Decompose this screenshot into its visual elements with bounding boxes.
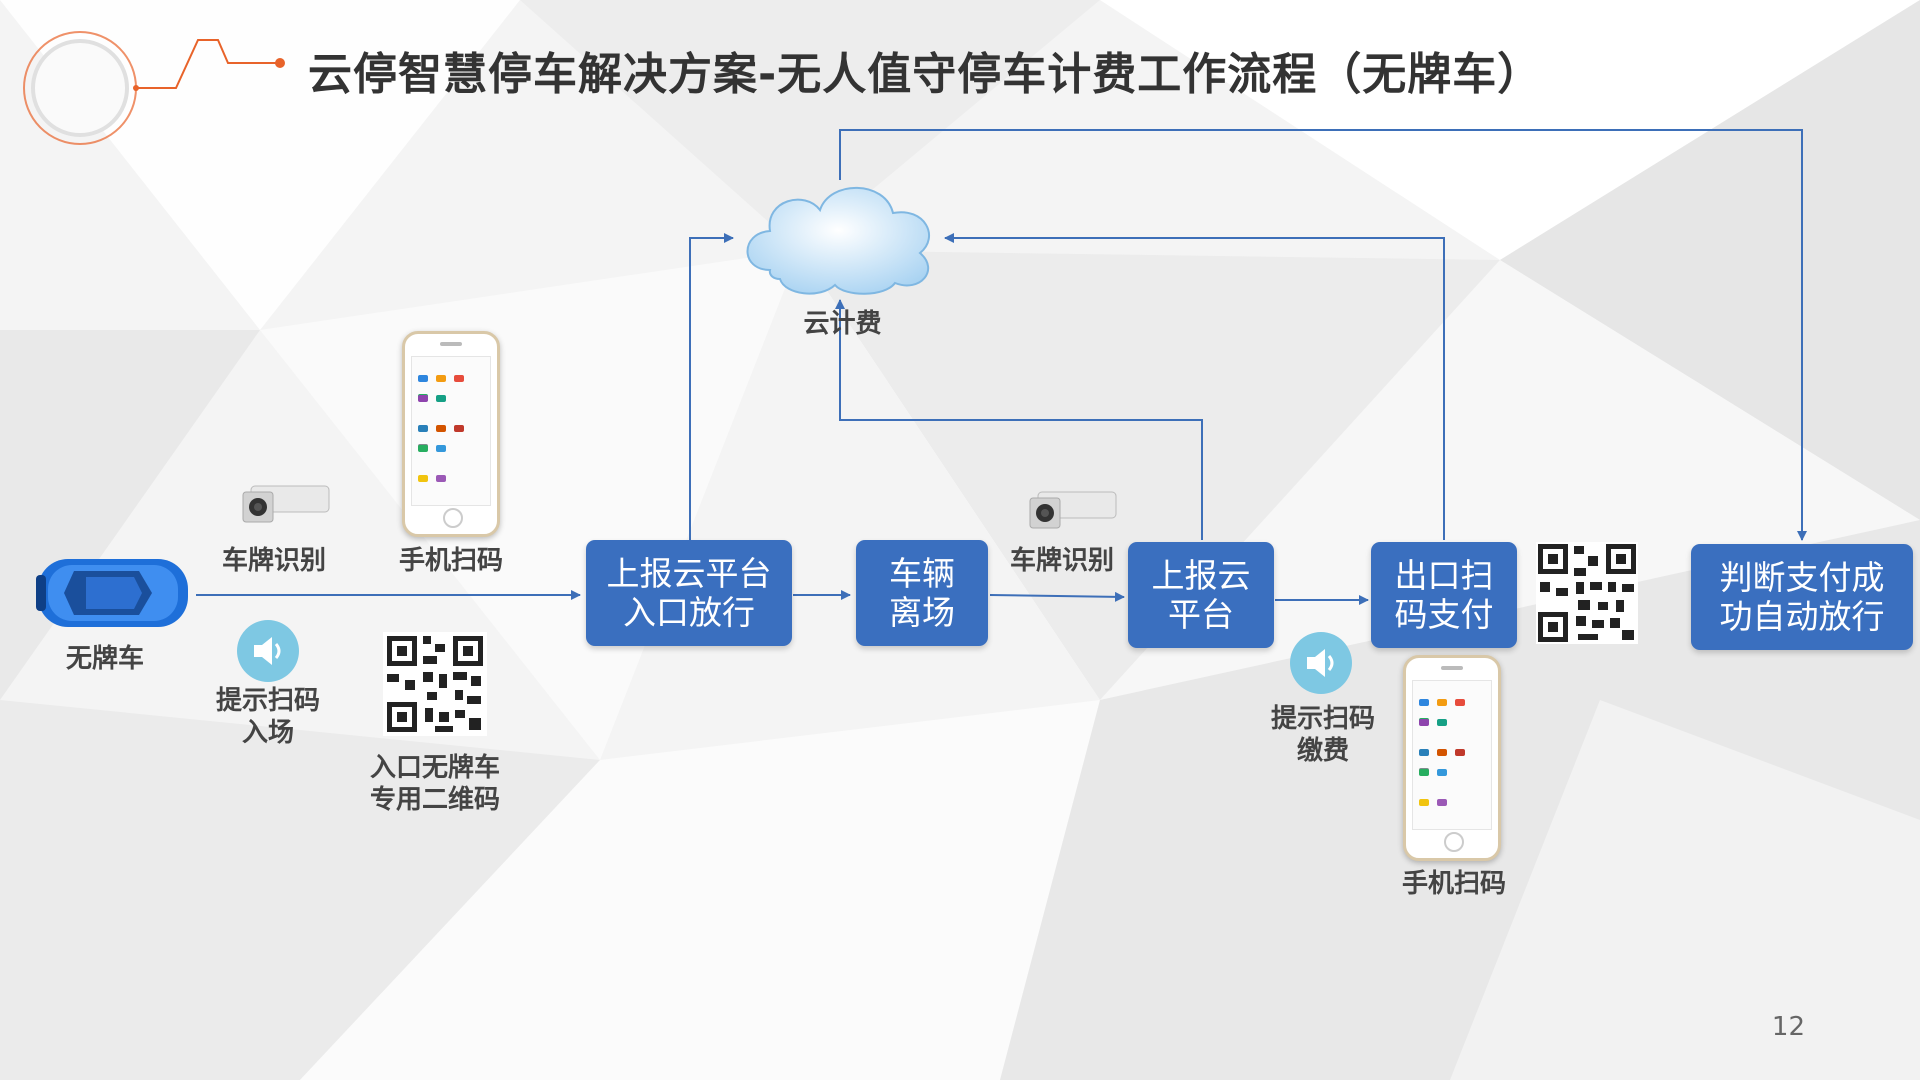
speaker-left-label: 提示扫码 入场	[215, 686, 320, 748]
phone-icon	[402, 331, 500, 537]
node-report-cloud: 上报云 平台	[1128, 542, 1274, 648]
arrow-report-to-cloud	[835, 299, 1203, 540]
arrow-leave-to-report	[989, 591, 1125, 602]
qr-code-icon	[1536, 542, 1638, 644]
car-icon	[36, 559, 188, 627]
speaker-icon	[1290, 632, 1352, 694]
header-decoration	[23, 31, 285, 145]
node-exit-scan-pay: 出口扫 码支付	[1371, 542, 1517, 648]
phone-left-label: 手机扫码	[398, 546, 503, 576]
camera-icon	[242, 485, 330, 523]
cloud-icon	[746, 186, 931, 295]
qr-code-icon	[383, 632, 487, 736]
arrow-cloud-to-judge	[839, 129, 1807, 541]
camera-icon	[1029, 491, 1117, 529]
camera-left-label: 车牌识别	[221, 546, 326, 576]
slide-title: 云停智慧停车解决方案-无人值守停车计费工作流程（无牌车）	[308, 49, 1543, 100]
camera-right-label: 车牌识别	[1009, 546, 1114, 576]
node-judge-release: 判断支付成 功自动放行	[1691, 544, 1913, 650]
cloud-label: 云计费	[803, 309, 882, 339]
arrow-entry-to-cloud	[689, 233, 734, 540]
page-number: 12	[1771, 1012, 1805, 1042]
node-report-entry: 上报云平台 入口放行	[586, 540, 792, 646]
qr-left-label: 入口无牌车 专用二维码	[369, 753, 500, 815]
speaker-right-label: 提示扫码 缴费	[1270, 704, 1375, 766]
speaker-icon	[237, 620, 299, 682]
node-vehicle-leave: 车辆 离场	[856, 540, 988, 646]
phone-right-label: 手机扫码	[1401, 869, 1506, 899]
phone-icon	[1403, 655, 1501, 861]
arrow-exit-to-cloud	[944, 233, 1445, 540]
car-label: 无牌车	[65, 644, 144, 674]
